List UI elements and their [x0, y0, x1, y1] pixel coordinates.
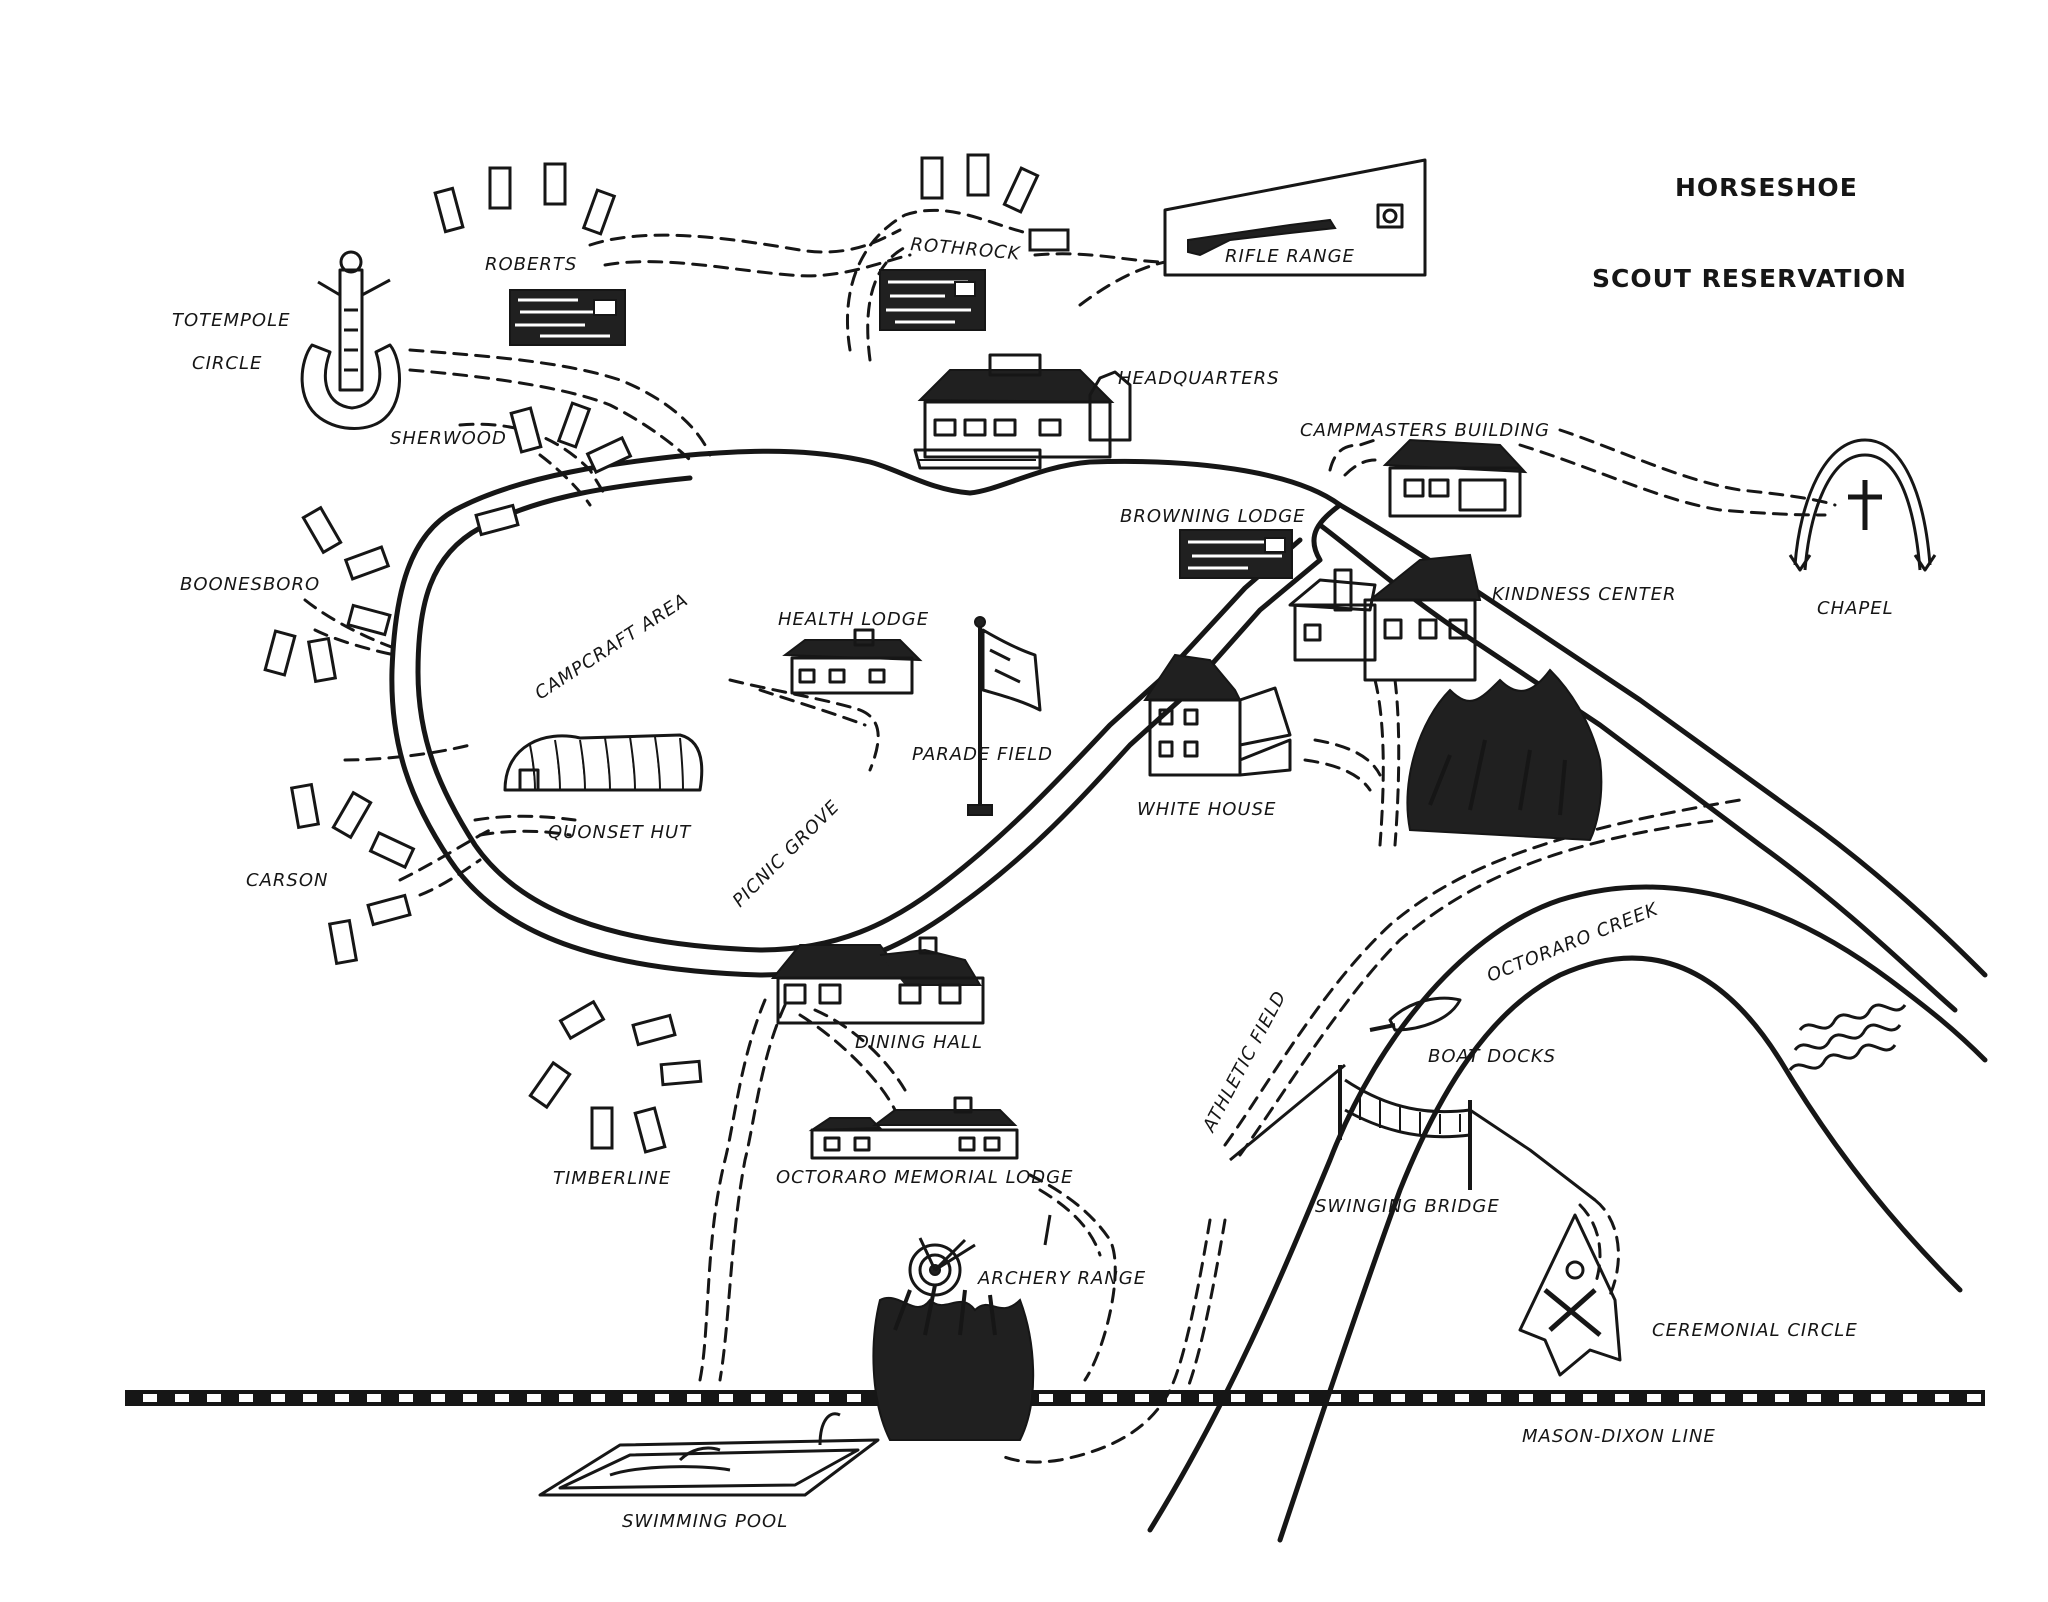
label-rothrock: ROTHROCK — [910, 234, 1022, 265]
octoraro-creek-bank-south — [1277, 955, 1963, 1543]
label-ceremonial-circle: CEREMONIAL CIRCLE — [1652, 1320, 1858, 1341]
white-house-icon — [1143, 653, 1292, 777]
label-archery-range: ARCHERY RANGE — [977, 1268, 1146, 1289]
label-timberline: TIMBERLINE — [553, 1168, 671, 1189]
rothrock-cabin-icon — [879, 269, 986, 331]
label-white-house: WHITE HOUSE — [1137, 799, 1276, 820]
octoraro-memorial-lodge-icon — [808, 1096, 1019, 1160]
east-road — [1337, 502, 1988, 978]
label-totempole: TOTEMPOLE — [172, 310, 291, 331]
label-swimming-pool: SWIMMING POOL — [622, 1511, 788, 1532]
label-dining-hall: DINING HALL — [855, 1032, 983, 1053]
mason-dixon-line — [125, 1390, 1985, 1406]
label-boonesboro: BOONESBORO — [180, 574, 320, 595]
rifle-range-icon — [1163, 158, 1427, 277]
swinging-bridge-icon — [1229, 1063, 1596, 1202]
label-mason-dixon-line: MASON-DIXON LINE — [1522, 1426, 1716, 1447]
label-athletic-field: ATHLETIC FIELD — [1198, 987, 1290, 1136]
quonset-hut-icon — [503, 733, 704, 792]
label-swinging-bridge: SWINGING BRIDGE — [1315, 1196, 1500, 1217]
label-headquarters: HEADQUARTERS — [1118, 368, 1280, 389]
label-circle: CIRCLE — [192, 353, 262, 374]
label-parade-field: PARADE FIELD — [912, 744, 1053, 765]
health-lodge-icon — [782, 628, 923, 695]
label-rifle-range: RIFLE RANGE — [1225, 246, 1355, 267]
title-line-2: SCOUT RESERVATION — [1592, 264, 1907, 293]
map-labels: ROBERTS ROTHROCK RIFLE RANGE TOTEMPOLE C… — [172, 234, 1894, 1532]
label-sherwood: SHERWOOD — [390, 428, 507, 449]
chapel-icon — [1788, 438, 1937, 572]
octoraro-creek-bank-north — [1147, 884, 1988, 1533]
browning-lodge-icon — [1179, 529, 1293, 579]
label-kindness-center: KINDNESS CENTER — [1492, 584, 1677, 605]
tent-sites — [263, 153, 1070, 1154]
tree-cluster-south-icon — [872, 1284, 1035, 1441]
rapids-icon — [1788, 1003, 1907, 1071]
title-line-1: HORSESHOE — [1675, 173, 1858, 202]
campmasters-building-icon — [1382, 438, 1528, 518]
label-chapel: CHAPEL — [1817, 598, 1894, 619]
label-roberts: ROBERTS — [485, 254, 577, 275]
label-octoraro-memorial-lodge: OCTORARO MEMORIAL LODGE — [776, 1167, 1073, 1188]
label-picnic-grove: PICNIC GROVE — [729, 796, 844, 911]
headquarters-icon — [913, 353, 1132, 470]
dining-hall-icon — [770, 936, 985, 1025]
tree-cluster-east-icon — [1406, 668, 1603, 842]
trails — [303, 208, 1837, 1464]
roberts-cabin-icon — [509, 289, 626, 346]
label-boat-docks: BOAT DOCKS — [1428, 1046, 1556, 1067]
ceremonial-circle-icon — [1518, 1213, 1622, 1377]
flagpole-icon — [967, 616, 1042, 816]
map-title: HORSESHOE SCOUT RESERVATION — [1592, 173, 1907, 293]
label-octoraro-creek: OCTORARO CREEK — [1484, 899, 1661, 987]
label-health-lodge: HEALTH LODGE — [778, 609, 929, 630]
kindness-center-icon — [1288, 553, 1482, 682]
boat-icon — [1369, 996, 1462, 1032]
east-road-inner — [1317, 522, 1958, 1013]
label-campmasters-building: CAMPMASTERS BUILDING — [1300, 420, 1550, 441]
label-campcraft-area: CAMPCRAFT AREA — [531, 590, 692, 705]
label-quonset-hut: QUONSET HUT — [548, 822, 692, 843]
swimming-pool-icon — [538, 1412, 880, 1497]
label-browning-lodge: BROWNING LODGE — [1120, 506, 1306, 527]
label-carson: CARSON — [246, 870, 328, 891]
main-loop-road — [389, 448, 1343, 978]
totempole-icon — [300, 250, 401, 430]
